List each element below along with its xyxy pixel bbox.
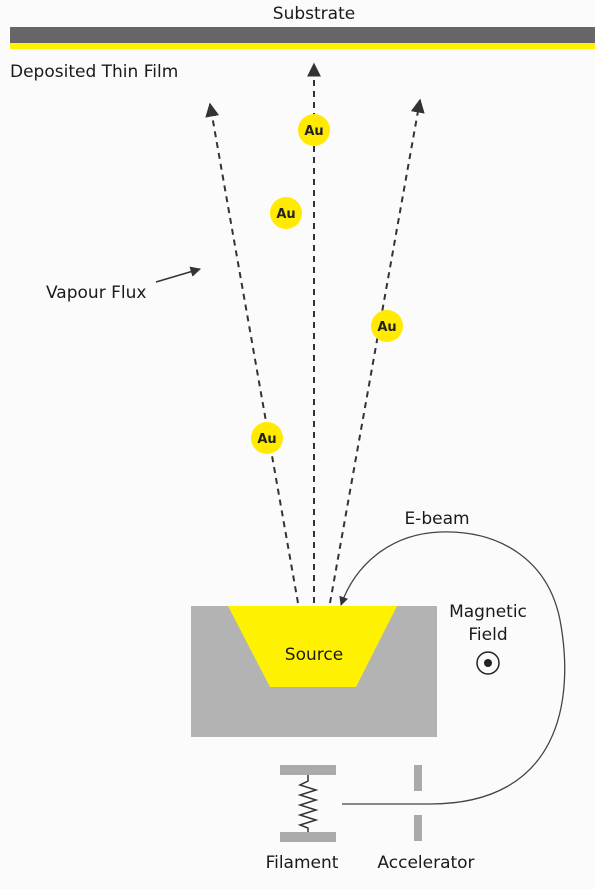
vapour-flux-label: Vapour Flux xyxy=(46,283,146,303)
au-atom: Au xyxy=(298,114,330,146)
substrate xyxy=(10,27,595,43)
au-atom: Au xyxy=(270,197,302,229)
svg-text:Au: Au xyxy=(257,432,276,447)
film-label: Deposited Thin Film xyxy=(10,62,178,82)
filament-plate-bottom xyxy=(280,832,336,842)
source-material xyxy=(228,606,397,687)
flux-line-left xyxy=(205,102,299,604)
svg-text:Au: Au xyxy=(304,124,323,139)
svg-text:Au: Au xyxy=(276,207,295,222)
magnetic-label-line2: Field xyxy=(468,625,507,645)
substrate-label: Substrate xyxy=(273,4,355,24)
field-out-of-page-icon xyxy=(476,651,500,675)
magnetic-label-line1: Magnetic xyxy=(449,602,527,622)
ebeam-label: E-beam xyxy=(404,509,469,529)
flux-line-right xyxy=(329,98,425,604)
coil-icon xyxy=(297,775,319,832)
vapour-flux-pointer xyxy=(155,266,202,283)
filament-label: Filament xyxy=(266,853,339,873)
deposited-film xyxy=(10,43,595,49)
svg-text:Au: Au xyxy=(377,320,396,335)
filament xyxy=(280,765,336,842)
source-label: Source xyxy=(285,645,343,665)
filament-plate-top xyxy=(280,765,336,775)
accelerator-plate-top xyxy=(414,765,422,791)
accelerator-label: Accelerator xyxy=(377,853,474,873)
ebeam-path xyxy=(339,531,566,805)
accelerator-plate-bottom xyxy=(414,815,422,841)
au-atom: Au xyxy=(371,310,403,342)
au-atom: Au xyxy=(251,422,283,454)
